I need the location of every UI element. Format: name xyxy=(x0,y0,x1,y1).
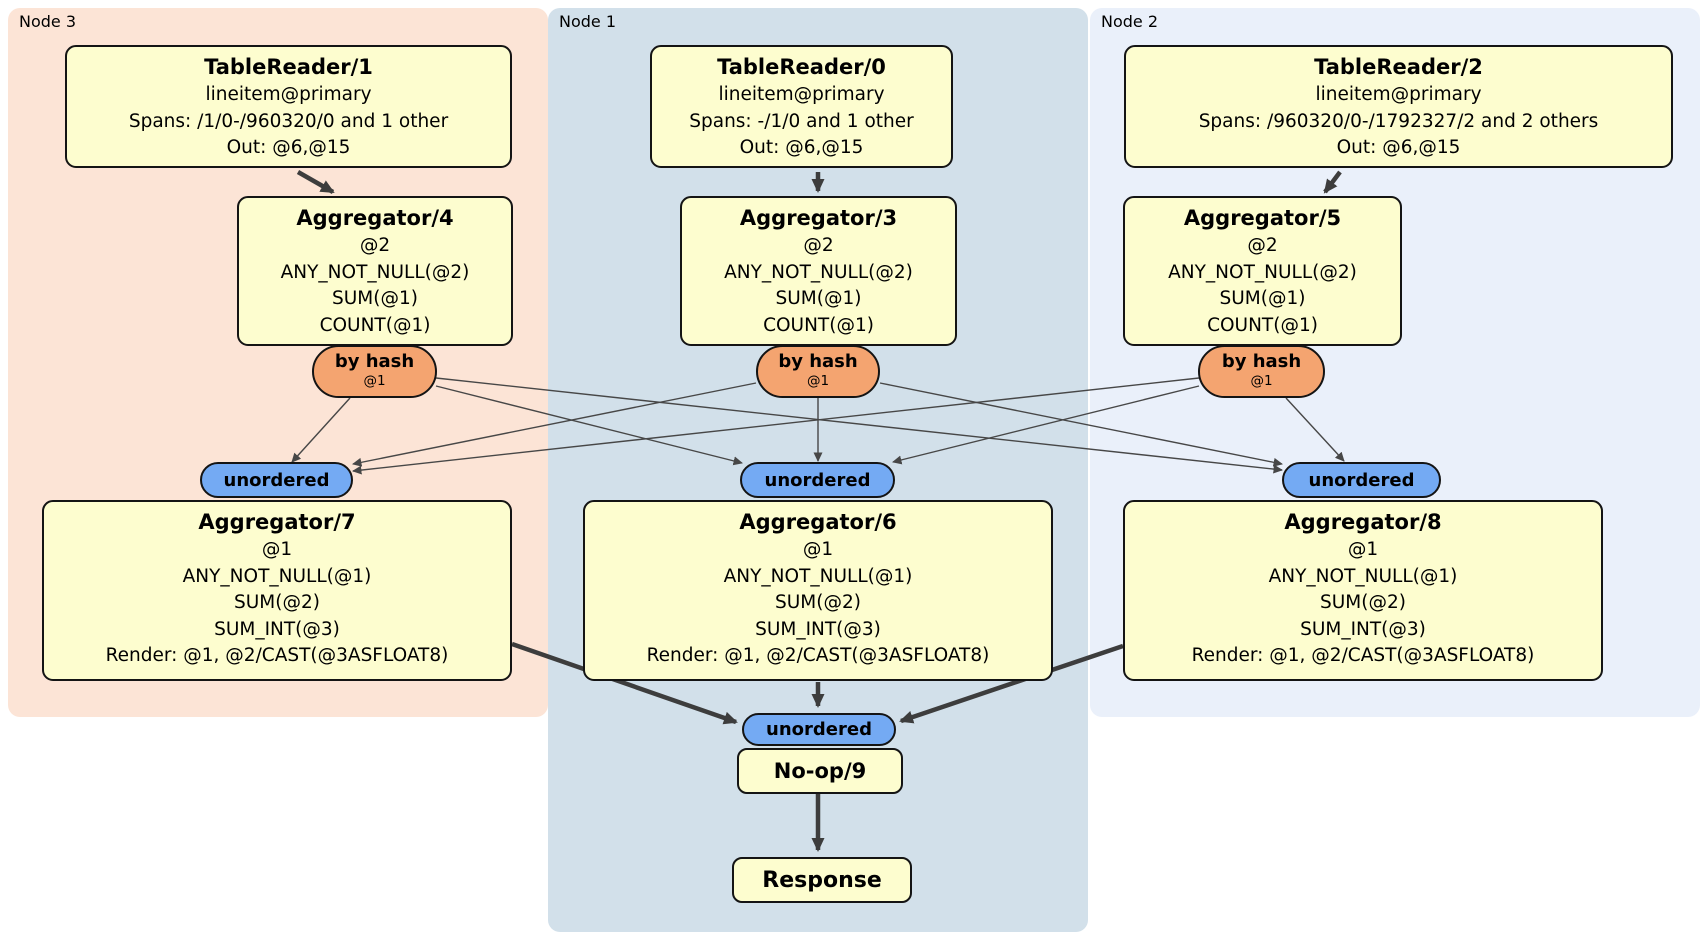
router-label: by hash xyxy=(778,351,858,372)
aggregator-5-box: Aggregator/5 @2 ANY_NOT_NULL(@2) SUM(@1)… xyxy=(1123,196,1402,346)
aggregator-6-row: ANY_NOT_NULL(@1) xyxy=(723,565,913,587)
table-reader-0-out: Out: @6,@15 xyxy=(739,137,864,158)
aggregator-8-row: SUM(@2) xyxy=(1320,592,1406,613)
aggregator-4-title: Aggregator/4 xyxy=(296,206,454,230)
aggregator-4-row: COUNT(@1) xyxy=(319,314,431,336)
aggregator-6-box: Aggregator/6 @1 ANY_NOT_NULL(@1) SUM(@2)… xyxy=(583,500,1053,681)
table-reader-1-index: lineitem@primary xyxy=(205,84,372,105)
aggregator-8-row: Render: @1, @2/CAST(@3ASFLOAT8) xyxy=(1191,645,1535,666)
table-reader-0-index: lineitem@primary xyxy=(718,84,885,105)
aggregator-6-row: @1 xyxy=(802,539,834,560)
aggregator-5-row: COUNT(@1) xyxy=(1207,314,1318,336)
router-by-hash-node1: by hash @1 xyxy=(756,345,880,398)
router-key: @1 xyxy=(363,373,386,389)
table-reader-0-box: TableReader/0 lineitem@primary Spans: -/… xyxy=(650,45,953,168)
router-key: @1 xyxy=(806,373,830,389)
aggregator-3-box: Aggregator/3 @2 ANY_NOT_NULL(@2) SUM(@1)… xyxy=(680,196,957,346)
aggregator-7-row: ANY_NOT_NULL(@1) xyxy=(182,565,372,587)
aggregator-8-box: Aggregator/8 @1 ANY_NOT_NULL(@1) SUM(@2)… xyxy=(1123,500,1603,681)
no-op-9-label: No-op/9 xyxy=(773,759,867,783)
response-label: Response xyxy=(762,867,882,893)
aggregator-8-title: Aggregator/8 xyxy=(1284,510,1442,534)
aggregator-4-row: ANY_NOT_NULL(@2) xyxy=(280,261,470,283)
aggregator-8-row: SUM_INT(@3) xyxy=(1300,618,1426,640)
sync-unordered-node2: unordered xyxy=(1282,462,1441,498)
table-reader-1-out: Out: @6,@15 xyxy=(226,137,351,158)
aggregator-4-row: @2 xyxy=(359,235,391,256)
aggregator-5-row: SUM(@1) xyxy=(1219,288,1306,309)
aggregator-7-row: SUM(@2) xyxy=(234,592,320,613)
aggregator-7-row: @1 xyxy=(261,539,293,560)
router-by-hash-node3: by hash @1 xyxy=(312,345,437,398)
sync-unordered-node3: unordered xyxy=(200,462,353,498)
aggregator-4-box: Aggregator/4 @2 ANY_NOT_NULL(@2) SUM(@1)… xyxy=(237,196,513,346)
table-reader-1-box: TableReader/1 lineitem@primary Spans: /1… xyxy=(65,45,512,168)
router-label: by hash xyxy=(334,351,415,372)
sync-label: unordered xyxy=(1308,469,1415,491)
table-reader-1-spans: Spans: /1/0-/960320/0 and 1 other xyxy=(128,110,449,132)
table-reader-2-out: Out: @6,@15 xyxy=(1336,137,1461,158)
aggregator-5-title: Aggregator/5 xyxy=(1183,206,1342,230)
aggregator-7-title: Aggregator/7 xyxy=(198,510,356,534)
no-op-9-box: No-op/9 xyxy=(737,748,903,794)
aggregator-3-title: Aggregator/3 xyxy=(739,206,898,230)
aggregator-3-row: ANY_NOT_NULL(@2) xyxy=(724,261,913,283)
router-label: by hash xyxy=(1221,351,1302,372)
aggregator-3-row: COUNT(@1) xyxy=(763,314,874,336)
sync-label: unordered xyxy=(766,719,872,740)
table-reader-2-box: TableReader/2 lineitem@primary Spans: /9… xyxy=(1124,45,1673,168)
aggregator-7-box: Aggregator/7 @1 ANY_NOT_NULL(@1) SUM(@2)… xyxy=(42,500,512,681)
router-by-hash-node2: by hash @1 xyxy=(1198,345,1325,398)
sync-unordered-final: unordered xyxy=(742,713,896,746)
aggregator-8-row: ANY_NOT_NULL(@1) xyxy=(1268,565,1458,587)
sync-unordered-node1: unordered xyxy=(740,462,895,498)
table-reader-2-spans: Spans: /960320/0-/1792327/2 and 2 others xyxy=(1198,110,1599,132)
aggregator-8-row: @1 xyxy=(1347,539,1379,560)
aggregator-5-row: ANY_NOT_NULL(@2) xyxy=(1168,261,1357,283)
table-reader-0-title: TableReader/0 xyxy=(717,55,886,79)
table-reader-2-title: TableReader/2 xyxy=(1314,55,1483,79)
aggregator-4-row: SUM(@1) xyxy=(332,288,418,309)
aggregator-3-row: @2 xyxy=(803,235,834,256)
aggregator-5-row: @2 xyxy=(1247,235,1278,256)
aggregator-6-title: Aggregator/6 xyxy=(739,510,897,534)
sync-label: unordered xyxy=(223,469,330,491)
panel-node-2-label: Node 2 xyxy=(1101,12,1159,31)
aggregator-6-row: Render: @1, @2/CAST(@3ASFLOAT8) xyxy=(646,645,990,666)
router-key: @1 xyxy=(1250,373,1273,389)
aggregator-3-row: SUM(@1) xyxy=(775,288,862,309)
aggregator-6-row: SUM_INT(@3) xyxy=(755,618,881,640)
table-reader-0-spans: Spans: -/1/0 and 1 other xyxy=(689,110,914,132)
sync-label: unordered xyxy=(764,469,871,491)
table-reader-2-index: lineitem@primary xyxy=(1315,84,1482,105)
response-box: Response xyxy=(732,857,912,903)
aggregator-7-row: SUM_INT(@3) xyxy=(214,618,340,640)
table-reader-1-title: TableReader/1 xyxy=(204,55,373,79)
aggregator-7-row: Render: @1, @2/CAST(@3ASFLOAT8) xyxy=(105,645,449,666)
panel-node-3-label: Node 3 xyxy=(19,12,77,31)
aggregator-6-row: SUM(@2) xyxy=(775,592,861,613)
panel-node-1-label: Node 1 xyxy=(559,12,617,31)
